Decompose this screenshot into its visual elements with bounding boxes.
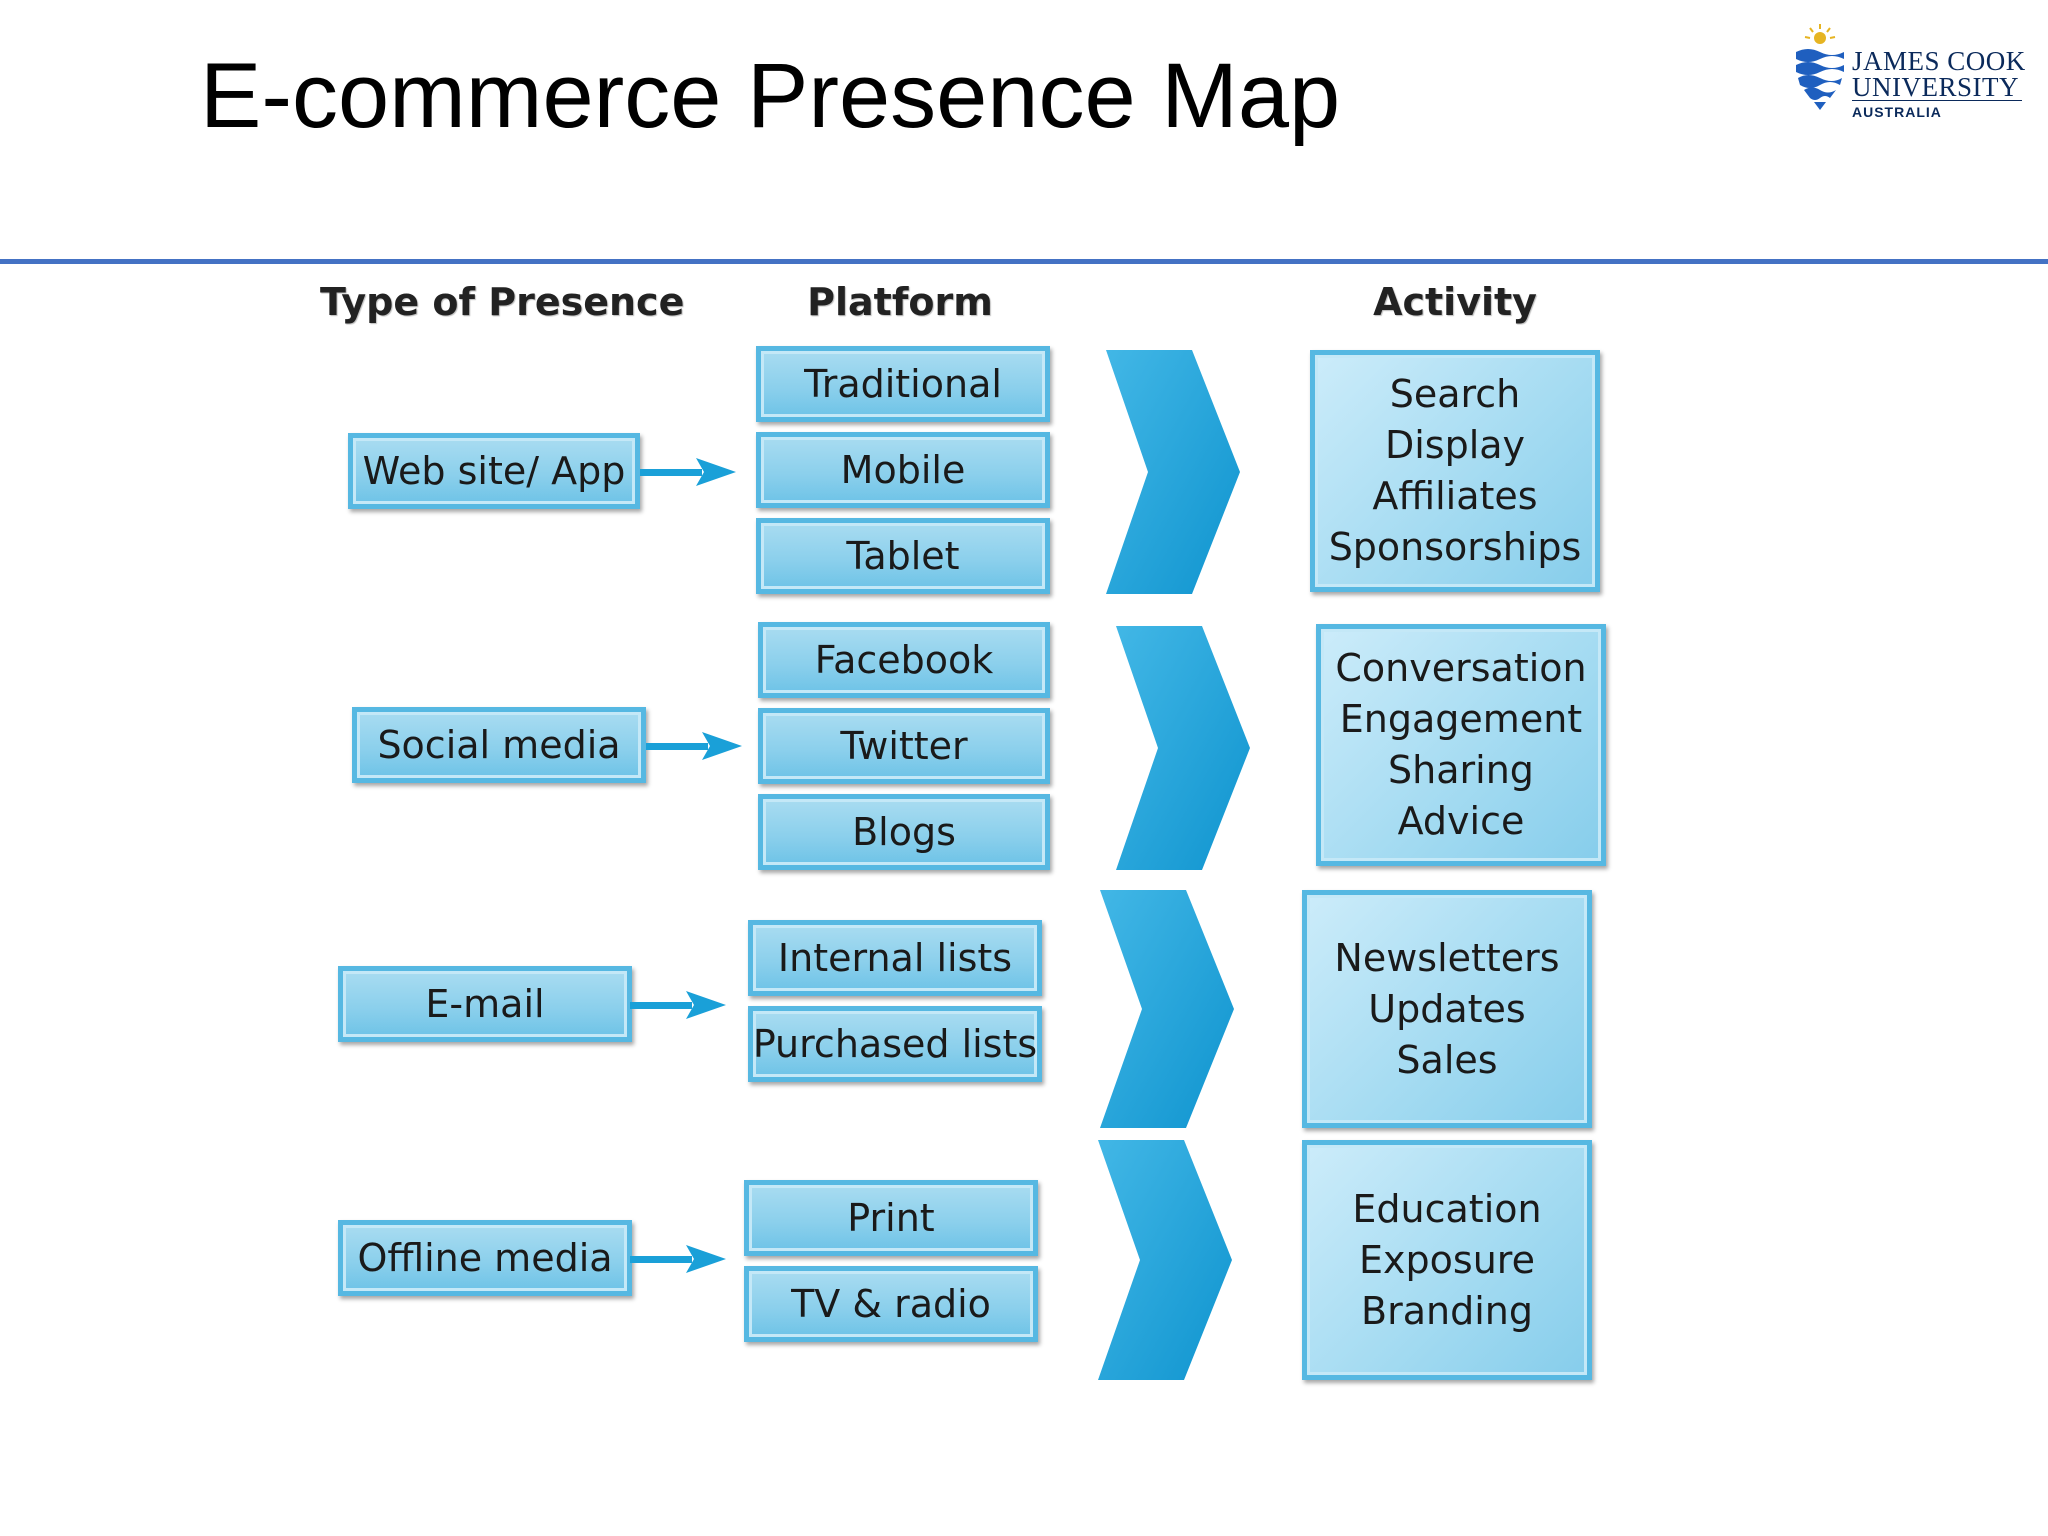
platform-box-tv-radio: TV & radio	[744, 1266, 1038, 1342]
activity-item: Affiliates	[1372, 474, 1538, 518]
logo-line-2: UNIVERSITY	[1852, 72, 2019, 102]
activity-item: Exposure	[1359, 1237, 1535, 1282]
chevron-right-icon	[1116, 626, 1250, 870]
presence-box-offline-media: Offline media	[338, 1220, 632, 1296]
activity-item: Sharing	[1388, 748, 1534, 792]
logo-line-3: AUSTRALIA	[1852, 104, 1942, 120]
activity-item: Display	[1384, 423, 1526, 467]
platform-box-facebook: Facebook	[758, 622, 1050, 698]
activity-item: Conversation	[1335, 646, 1587, 690]
activity-item: Updates	[1368, 986, 1526, 1031]
chevron-right-icon	[1100, 890, 1234, 1128]
column-header-platform: Platform	[807, 280, 993, 324]
presence-box-website-app: Web site/ App	[348, 433, 640, 509]
column-header-activity: Activity	[1373, 280, 1537, 324]
slide-title: E-commerce Presence Map	[200, 45, 1341, 147]
wave-crest-icon	[1796, 24, 1844, 110]
activity-box-website-app: Search Display Affiliates Sponsorships	[1310, 350, 1600, 592]
arrow-right-icon	[646, 732, 742, 760]
chevron-right-icon	[1106, 350, 1240, 594]
activity-box-offline-media: Education Exposure Branding	[1302, 1140, 1592, 1380]
platform-box-twitter: Twitter	[758, 708, 1050, 784]
activity-item: Sales	[1396, 1037, 1498, 1082]
arrow-right-icon	[630, 991, 726, 1019]
logo-divider	[1852, 100, 2022, 101]
activity-item: Search	[1389, 372, 1521, 416]
platform-box-tablet: Tablet	[756, 518, 1050, 594]
activity-item: Advice	[1397, 799, 1525, 843]
logo-line-1: JAMES COOK	[1852, 46, 2026, 76]
platform-box-blogs: Blogs	[758, 794, 1050, 870]
platform-box-print: Print	[744, 1180, 1038, 1256]
arrow-right-icon	[630, 1245, 726, 1273]
platform-box-traditional: Traditional	[756, 346, 1050, 422]
platform-box-purchased-lists: Purchased lists	[748, 1006, 1042, 1082]
activity-item: Branding	[1361, 1288, 1533, 1333]
platform-box-mobile: Mobile	[756, 432, 1050, 508]
university-logo: JAMES COOK UNIVERSITY AUSTRALIA	[1792, 22, 2028, 122]
column-header-type: Type of Presence	[320, 280, 685, 324]
presence-box-social-media: Social media	[352, 707, 646, 783]
activity-item: Engagement	[1339, 697, 1583, 741]
activity-box-social-media: Conversation Engagement Sharing Advice	[1316, 624, 1606, 866]
arrow-right-icon	[640, 458, 736, 486]
activity-item: Sponsorships	[1328, 525, 1582, 569]
platform-box-internal-lists: Internal lists	[748, 920, 1042, 996]
title-divider	[0, 259, 2048, 264]
activity-item: Newsletters	[1334, 935, 1560, 980]
activity-box-email: Newsletters Updates Sales	[1302, 890, 1592, 1128]
chevron-right-icon	[1098, 1140, 1232, 1380]
activity-item: Education	[1352, 1186, 1542, 1231]
presence-box-email: E-mail	[338, 966, 632, 1042]
